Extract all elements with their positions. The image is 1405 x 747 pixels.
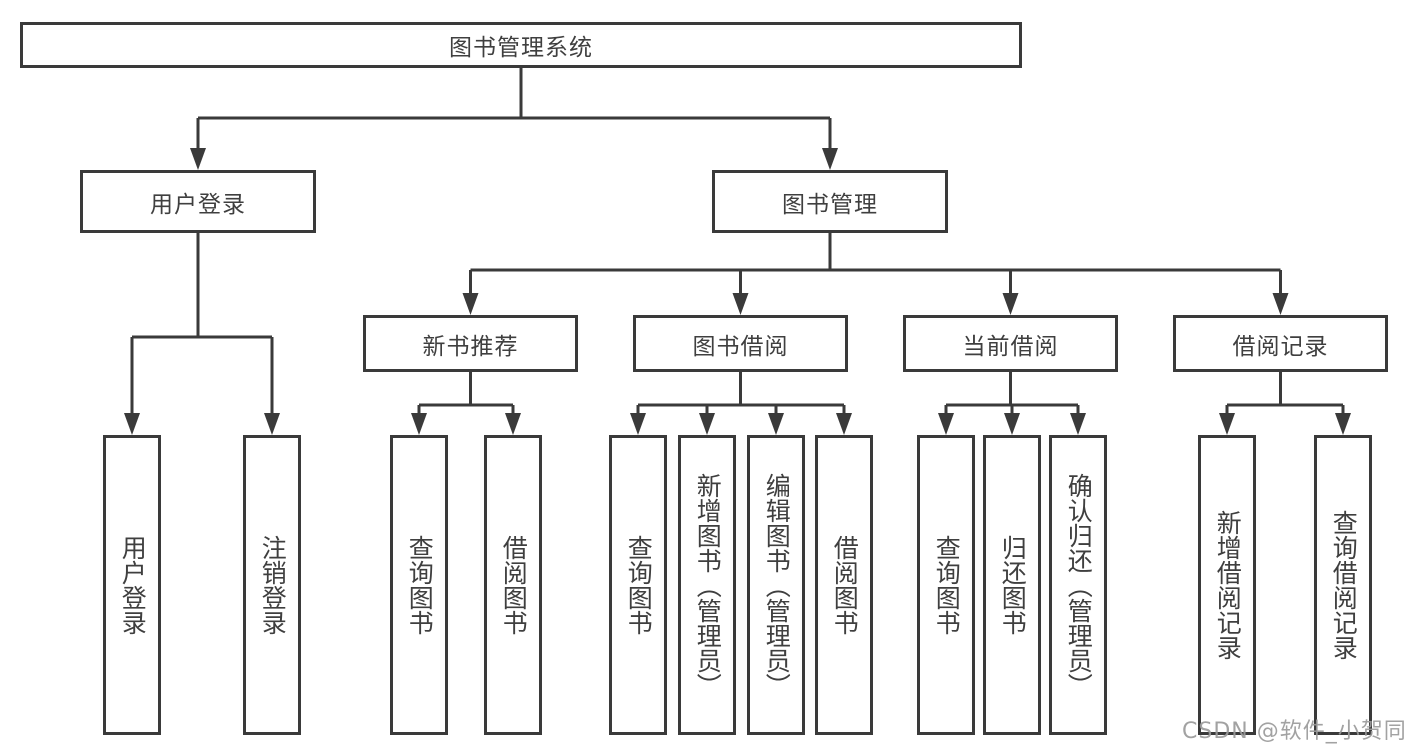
node-user-login: 用户登录	[80, 170, 316, 233]
node-book-borrowing: 图书借阅	[633, 315, 848, 372]
arrowhead-icon	[1272, 293, 1289, 315]
arrowhead-icon	[822, 148, 838, 170]
node-new-book-recommendation: 新书推荐	[363, 315, 578, 372]
node-current-borrowing: 当前借阅	[903, 315, 1118, 372]
leaf-add-book-admin: 新增图书（管理员）	[678, 435, 736, 735]
node-book-management: 图书管理	[712, 170, 948, 233]
arrowhead-icon	[124, 413, 140, 435]
arrowhead-icon	[1070, 413, 1086, 435]
arrowhead-icon	[505, 413, 521, 435]
leaf-logout: 注销登录	[243, 435, 301, 735]
leaf-query-books-recommend: 查询图书	[390, 435, 448, 735]
leaf-query-books-current: 查询图书	[917, 435, 975, 735]
arrowhead-icons	[124, 148, 1351, 435]
arrowhead-icon	[462, 293, 479, 315]
connector-path	[130, 68, 1345, 418]
arrowhead-icon	[732, 293, 749, 315]
leaf-return-books: 归还图书	[983, 435, 1041, 735]
arrowhead-icon	[411, 413, 427, 435]
leaf-borrow-books-recommend: 借阅图书	[484, 435, 542, 735]
leaf-confirm-return-admin: 确认归还（管理员）	[1049, 435, 1107, 735]
arrowhead-icon	[190, 148, 206, 170]
arrowhead-icon	[1335, 413, 1351, 435]
arrowhead-icon	[836, 413, 852, 435]
arrowhead-icon	[1004, 413, 1020, 435]
watermark: CSDN @软件_小贺同学	[1182, 719, 1405, 744]
arrowhead-icon	[630, 413, 646, 435]
leaf-borrow-books-borrowing: 借阅图书	[815, 435, 873, 735]
leaf-query-borrow-record: 查询借阅记录	[1314, 435, 1372, 735]
leaf-user-login: 用户登录	[103, 435, 161, 735]
leaf-query-books-borrowing: 查询图书	[609, 435, 667, 735]
arrowhead-icon	[1219, 413, 1235, 435]
arrowhead-icon	[938, 413, 954, 435]
arrowhead-icon	[768, 413, 784, 435]
node-borrowing-records: 借阅记录	[1173, 315, 1388, 372]
arrowhead-icon	[699, 413, 715, 435]
leaf-add-borrow-record: 新增借阅记录	[1198, 435, 1256, 735]
arrowhead-icon	[264, 413, 280, 435]
node-library-management-system: 图书管理系统	[20, 22, 1022, 68]
arrowhead-icon	[1002, 293, 1019, 315]
leaf-edit-book-admin: 编辑图书（管理员）	[747, 435, 805, 735]
